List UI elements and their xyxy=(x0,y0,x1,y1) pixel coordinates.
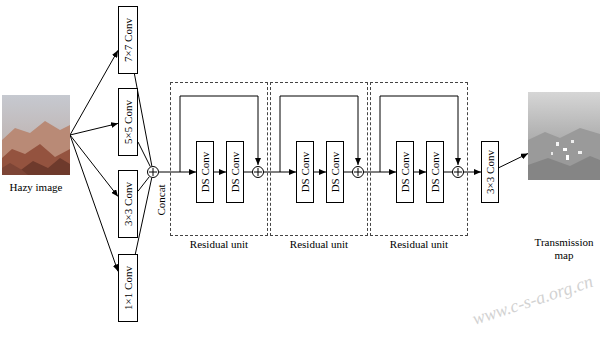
box-label: 7×7 Conv xyxy=(123,18,134,62)
output-image: Transmission map xyxy=(528,92,600,180)
box-label: DS Conv xyxy=(200,152,211,193)
image-caption: Transmission map xyxy=(527,236,601,261)
ds-conv-box: DS Conv xyxy=(396,141,414,203)
connector-arrow xyxy=(499,154,528,168)
box-label: 1×1 Conv xyxy=(123,266,134,310)
hazy-photo xyxy=(2,95,70,175)
connector-arrow xyxy=(70,135,118,271)
connector-arrow xyxy=(214,172,226,173)
residual-unit: DS ConvDS ConvResidual unit xyxy=(270,82,368,236)
unit-label: Residual unit xyxy=(190,238,248,251)
ds-conv-box: DS Conv xyxy=(196,141,214,203)
skip-connections xyxy=(180,96,458,172)
residual-unit: DS ConvDS ConvResidual unit xyxy=(170,82,268,236)
unit-label: Residual unit xyxy=(390,238,448,251)
conv-box: 1×1 Conv xyxy=(118,254,138,322)
image-caption: Hazy image xyxy=(10,181,63,194)
connector-arrow xyxy=(159,172,196,173)
conv-box: 5×5 Conv xyxy=(118,88,138,156)
ds-conv-box: DS Conv xyxy=(426,141,444,203)
box-label: DS Conv xyxy=(300,152,311,193)
input-image: Hazy image xyxy=(2,95,70,175)
connector-arrow xyxy=(70,123,118,135)
conv-box: 3×3 Conv xyxy=(118,170,138,238)
conv-box: 3×3 Conv xyxy=(481,141,499,203)
ds-conv-box: DS Conv xyxy=(226,141,244,203)
box-label: DS Conv xyxy=(430,152,441,193)
box-label: DS Conv xyxy=(230,152,241,193)
ds-conv-box: DS Conv xyxy=(296,141,314,203)
concat-label: Concat xyxy=(156,184,167,215)
transmission-photo xyxy=(528,92,600,180)
connector-arrow xyxy=(138,177,149,191)
box-label: 5×5 Conv xyxy=(123,100,134,144)
connector-arrow xyxy=(70,135,118,197)
ds-conv-box: DS Conv xyxy=(326,141,344,203)
concat-node: Concat xyxy=(147,166,159,178)
box-label: DS Conv xyxy=(400,152,411,193)
connector-arrow xyxy=(70,50,118,135)
connector-arrow xyxy=(314,172,326,173)
residual-unit: DS ConvDS ConvResidual unit xyxy=(370,82,468,236)
connector-arrow xyxy=(414,172,426,173)
box-label: DS Conv xyxy=(330,152,341,193)
watermark: www.c-s-a.org.cn xyxy=(470,271,596,330)
box-label: 3×3 Conv xyxy=(485,150,496,194)
conv-box: 7×7 Conv xyxy=(118,6,138,74)
connector-arrow xyxy=(138,142,150,167)
box-label: 3×3 Conv xyxy=(123,182,134,226)
unit-label: Residual unit xyxy=(290,238,348,251)
